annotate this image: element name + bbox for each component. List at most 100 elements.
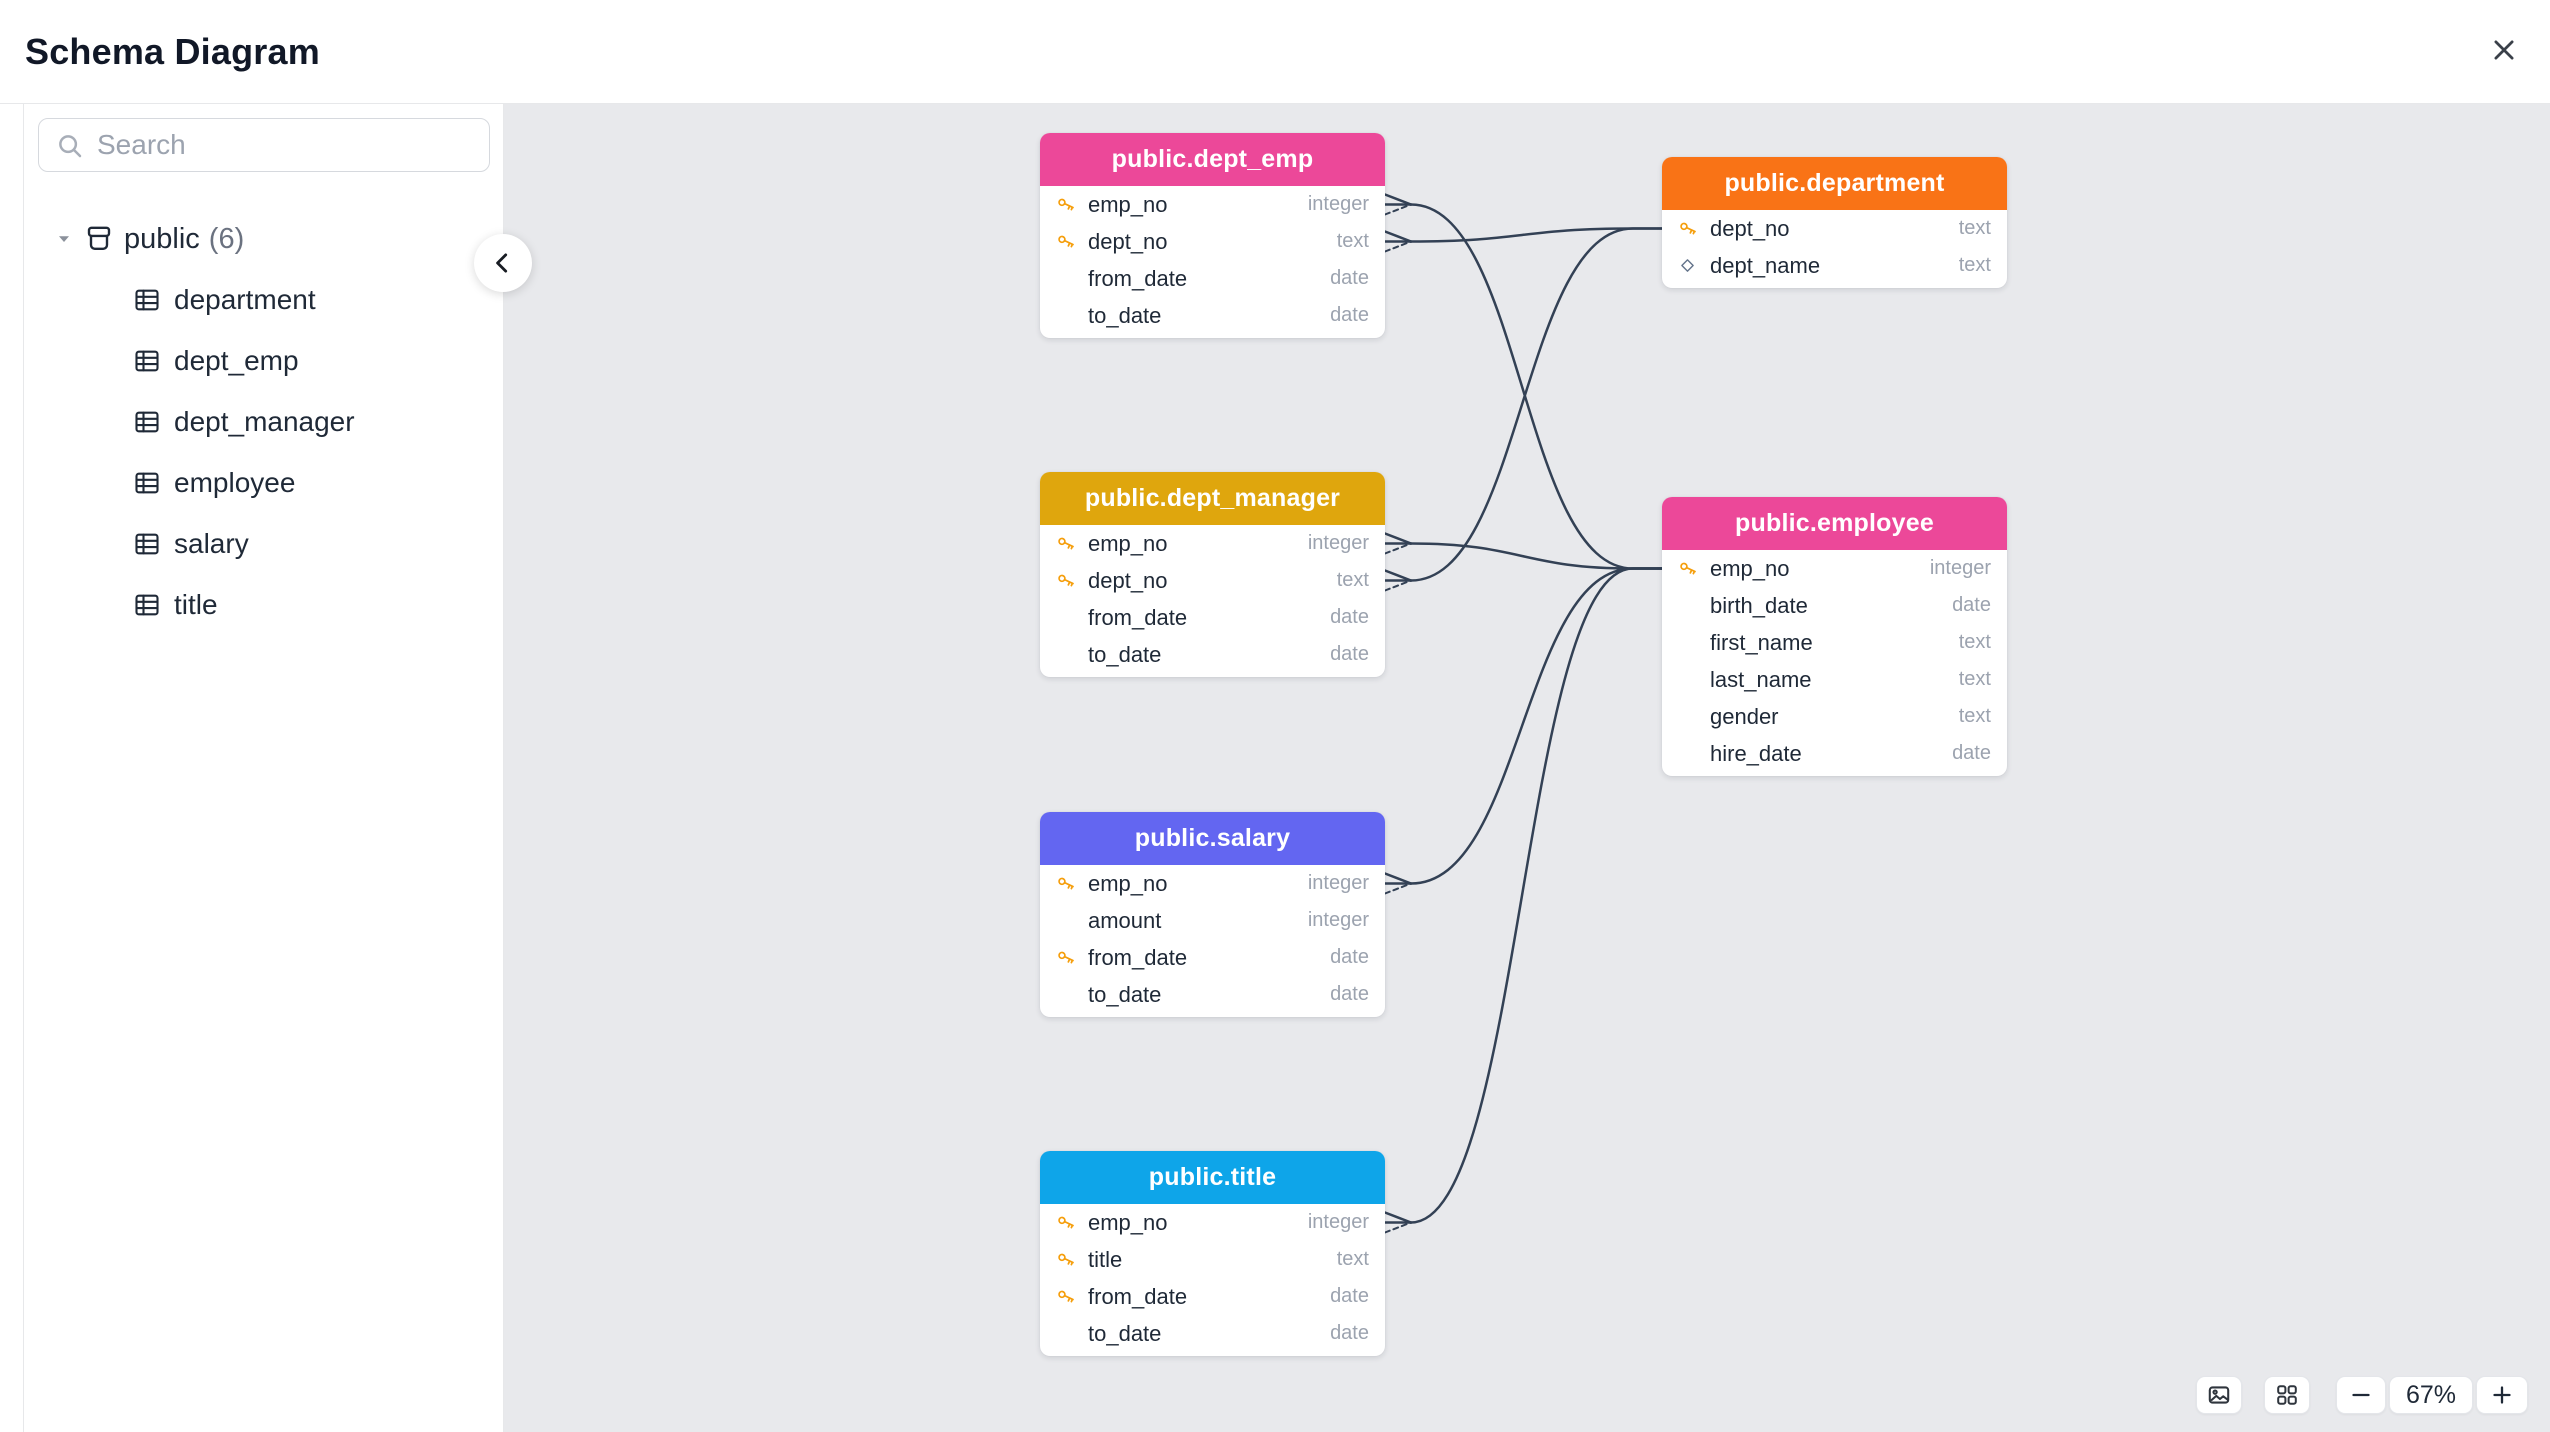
node-header[interactable]: public.dept_emp — [1040, 133, 1385, 186]
column-name: to_date — [1088, 981, 1162, 1007]
column-name: dept_no — [1088, 567, 1168, 593]
sidebar-item-table-department[interactable]: department — [24, 276, 503, 324]
node-header[interactable]: public.salary — [1040, 812, 1385, 865]
primary-key-icon — [1056, 570, 1088, 591]
column-type: integer — [1307, 193, 1369, 215]
schema-label: public — [124, 222, 200, 255]
column-name: emp_no — [1088, 870, 1168, 896]
node-header[interactable]: public.employee — [1662, 497, 2007, 550]
column-name: to_date — [1088, 1320, 1162, 1346]
sidebar: public (6) department dept_emp dept_manage… — [23, 103, 504, 1432]
column-type: date — [1330, 606, 1369, 628]
column-name: to_date — [1088, 302, 1162, 328]
page-title: Schema Diagram — [25, 30, 320, 72]
search-input[interactable] — [39, 119, 489, 171]
unique-diamond-icon — [1678, 256, 1710, 275]
column-row-to_date[interactable]: to_date date — [1040, 976, 1385, 1013]
column-name: emp_no — [1088, 1209, 1168, 1235]
primary-key-icon — [1678, 558, 1710, 579]
sidebar-item-table-dept_emp[interactable]: dept_emp — [24, 337, 503, 385]
sidebar-item-schema-public[interactable]: public (6) — [24, 215, 503, 263]
column-name: gender — [1710, 703, 1779, 729]
sidebar-item-table-employee[interactable]: employee — [24, 459, 503, 507]
column-row-dept_no[interactable]: dept_no text — [1662, 210, 2007, 247]
sidebar-item-table-title[interactable]: title — [24, 581, 503, 629]
caret-down-icon[interactable] — [56, 231, 72, 247]
column-type: integer — [1307, 909, 1369, 931]
sidebar-item-table-dept_manager[interactable]: dept_manager — [24, 398, 503, 446]
column-type: date — [1952, 742, 1991, 764]
table-icon — [133, 530, 161, 558]
download-image-button[interactable] — [2196, 1376, 2242, 1414]
column-row-to_date[interactable]: to_date date — [1040, 636, 1385, 673]
column-type: integer — [1307, 872, 1369, 894]
column-type: date — [1330, 267, 1369, 289]
column-type: date — [1330, 983, 1369, 1005]
column-name: title — [1088, 1246, 1123, 1272]
column-row-birth_date[interactable]: birth_date date — [1662, 587, 2007, 624]
column-name: emp_no — [1088, 191, 1168, 217]
primary-key-icon — [1056, 533, 1088, 554]
column-row-emp_no[interactable]: emp_no integer — [1040, 865, 1385, 902]
column-type: integer — [1929, 557, 1991, 579]
table-label: dept_emp — [174, 345, 299, 376]
column-name: to_date — [1088, 641, 1162, 667]
auto-layout-button[interactable] — [2264, 1376, 2310, 1414]
column-type: text — [1336, 230, 1369, 252]
zoom-out-button[interactable] — [2336, 1376, 2386, 1414]
column-name: dept_name — [1710, 252, 1821, 278]
close-button[interactable] — [2478, 24, 2530, 76]
table-label: salary — [174, 528, 249, 559]
sidebar-collapse-button[interactable] — [474, 234, 532, 292]
chevron-left-icon — [496, 253, 508, 273]
column-type: text — [1958, 254, 1991, 276]
node-header[interactable]: public.department — [1662, 157, 2007, 210]
zoom-in-button[interactable] — [2476, 1376, 2528, 1414]
column-row-emp_no[interactable]: emp_no integer — [1040, 1204, 1385, 1241]
column-type: integer — [1307, 1211, 1369, 1233]
table-label: dept_manager — [174, 406, 355, 437]
node-header[interactable]: public.title — [1040, 1151, 1385, 1204]
column-row-emp_no[interactable]: emp_no integer — [1040, 186, 1385, 223]
column-type: date — [1330, 643, 1369, 665]
table-icon — [133, 408, 161, 436]
column-row-dept_name[interactable]: dept_name text — [1662, 247, 2007, 284]
schema-icon — [84, 224, 114, 254]
column-row-emp_no[interactable]: emp_no integer — [1662, 550, 2007, 587]
close-icon — [2494, 40, 2514, 60]
column-type: integer — [1307, 532, 1369, 554]
table-label: department — [174, 284, 316, 315]
column-name: birth_date — [1710, 592, 1808, 618]
column-type: date — [1952, 594, 1991, 616]
sidebar-item-table-salary[interactable]: salary — [24, 520, 503, 568]
column-type: date — [1330, 1285, 1369, 1307]
column-name: emp_no — [1710, 555, 1790, 581]
diagram-canvas[interactable] — [504, 103, 2550, 1432]
primary-key-icon — [1056, 1249, 1088, 1270]
node-header[interactable]: public.dept_manager — [1040, 472, 1385, 525]
column-name: dept_no — [1710, 215, 1790, 241]
column-type: date — [1330, 946, 1369, 968]
column-type: text — [1958, 217, 1991, 239]
